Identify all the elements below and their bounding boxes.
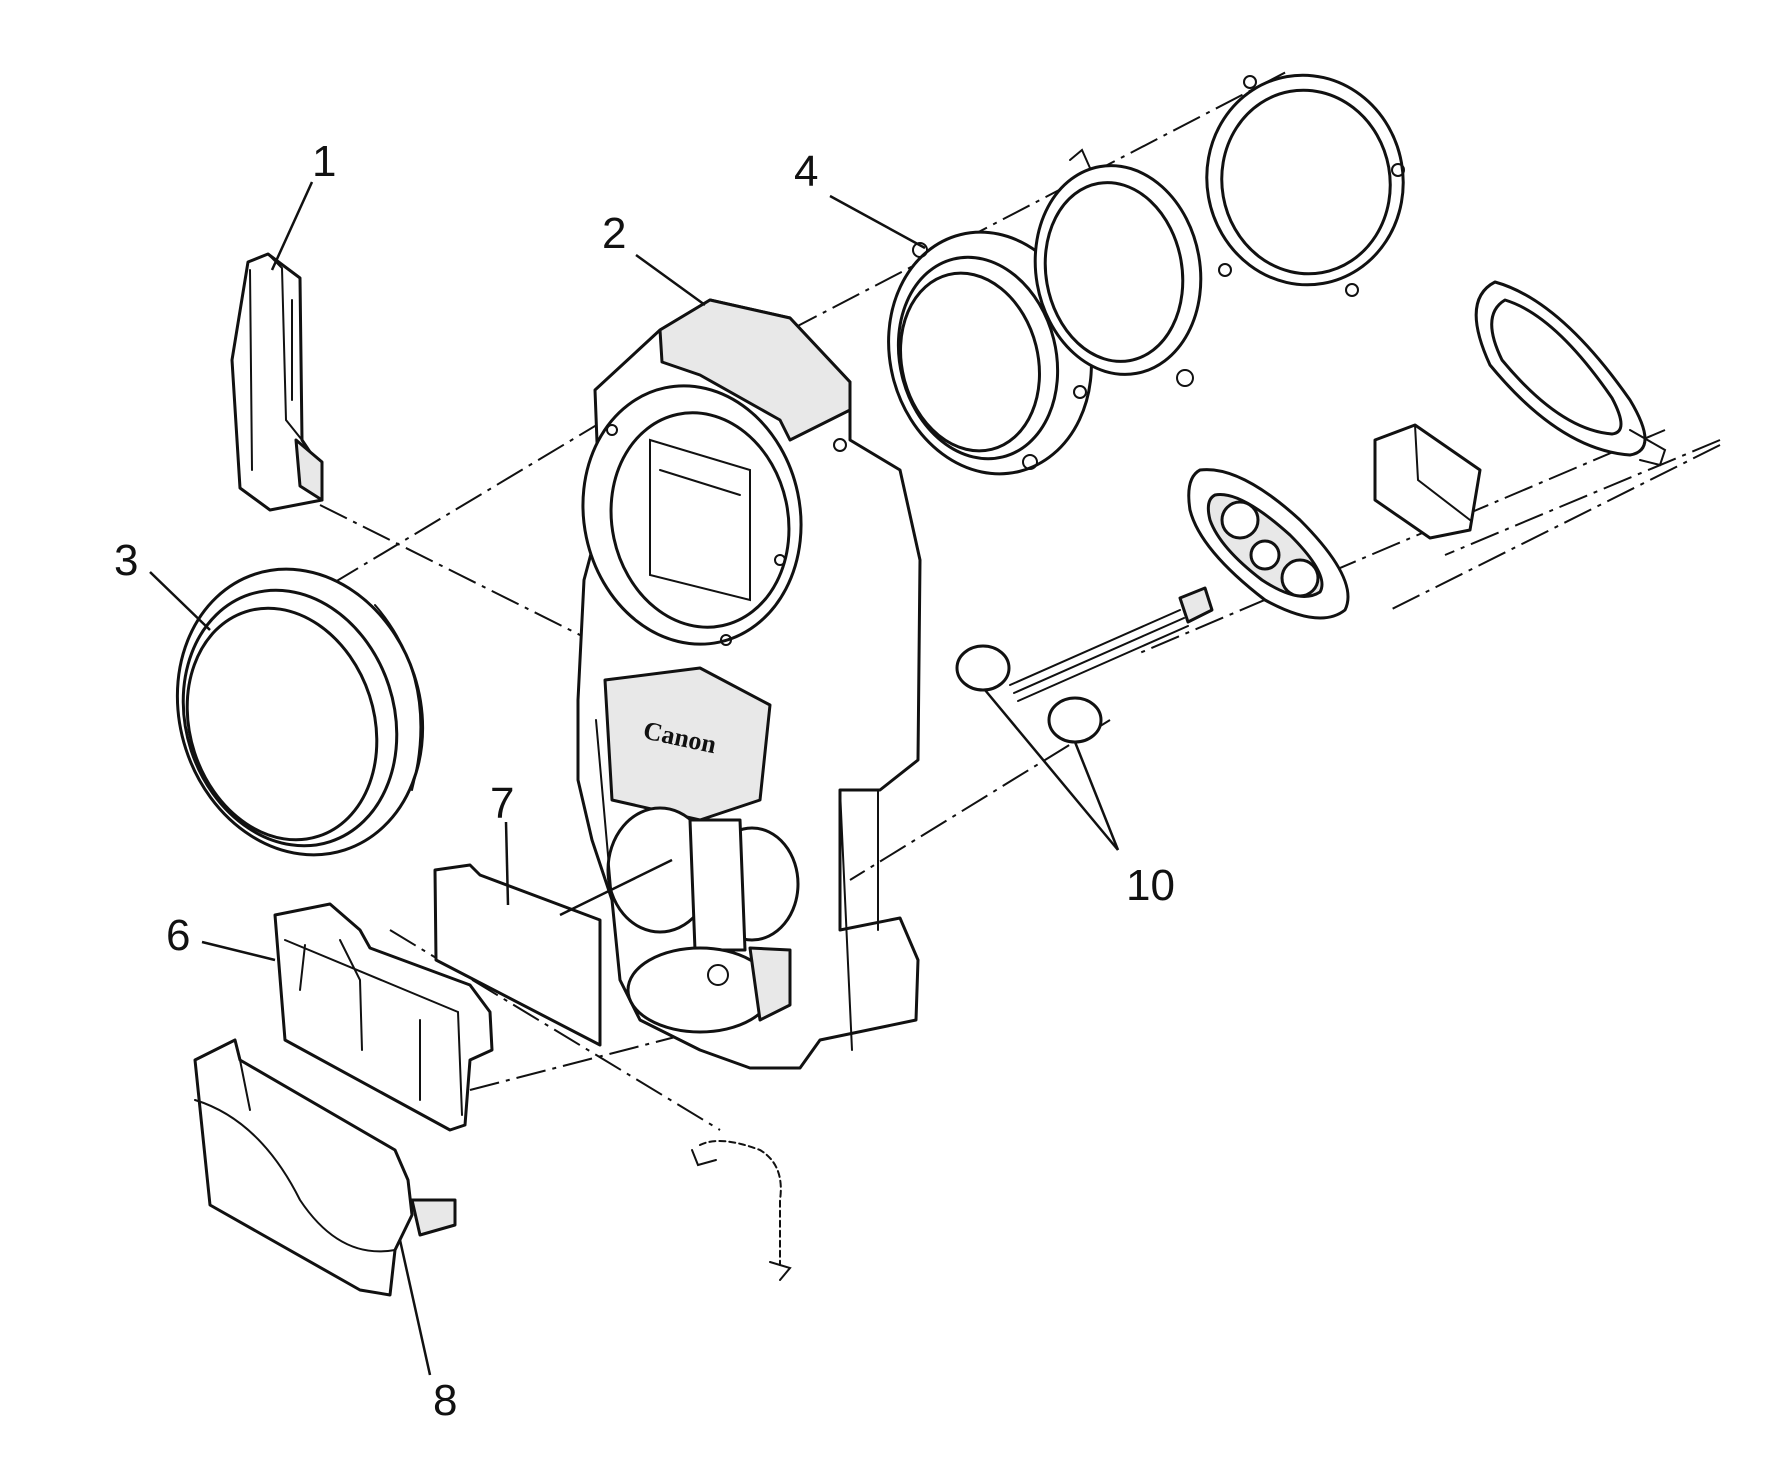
part-2-main-body: Canon xyxy=(576,298,922,1070)
callout-2: 2 xyxy=(602,209,626,258)
part-4-rear-lens-ring xyxy=(887,230,1093,476)
callout-6: 6 xyxy=(166,911,190,960)
rear-gasket-ring xyxy=(1033,148,1203,387)
part-8-bottom-tray xyxy=(193,1038,457,1297)
leader-lines xyxy=(149,181,1120,1376)
part-7-flat-sheet xyxy=(433,863,602,1047)
button-cluster xyxy=(1187,468,1350,620)
rubber-block xyxy=(1373,423,1482,540)
callout-1: 1 xyxy=(312,137,336,186)
callout-10: 10 xyxy=(1126,861,1175,910)
part-1-side-clip xyxy=(230,252,324,512)
cable-fragment xyxy=(691,1140,792,1281)
part-6-lower-cover xyxy=(273,902,494,1132)
callout-labels: 1 2 3 4 6 7 8 10 xyxy=(114,137,1175,1425)
callout-8: 8 xyxy=(433,1376,457,1425)
callout-3: 3 xyxy=(114,536,138,585)
part-3-front-lens-ring xyxy=(175,567,425,857)
callout-4: 4 xyxy=(794,147,818,196)
rear-mounting-plate xyxy=(1205,73,1405,297)
callout-7: 7 xyxy=(490,779,514,828)
oval-gasket xyxy=(1474,280,1667,467)
part-10-cable-buttons xyxy=(955,586,1214,744)
